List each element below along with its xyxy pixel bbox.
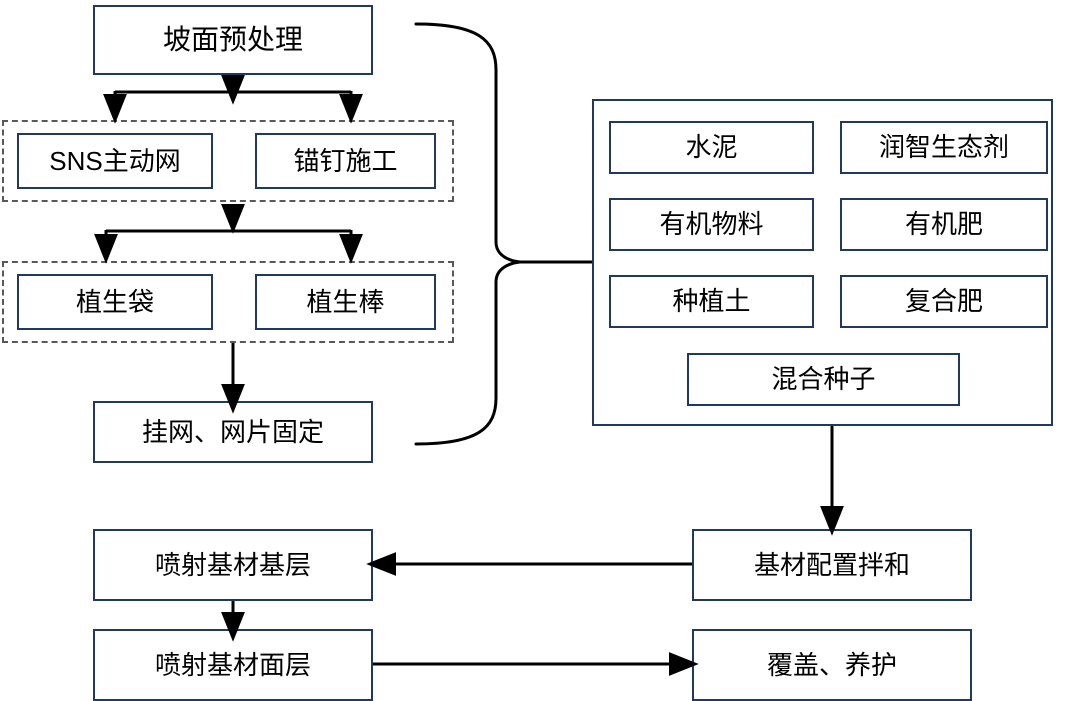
node-vegetation-stick[interactable]: 植生棒 bbox=[255, 274, 436, 330]
material-item-planting-soil[interactable]: 种植土 bbox=[609, 275, 814, 328]
node-spray-base-layer[interactable]: 喷射基材基层 bbox=[93, 529, 373, 601]
node-hang-net-fix[interactable]: 挂网、网片固定 bbox=[93, 401, 373, 463]
node-sns-active-net[interactable]: SNS主动网 bbox=[17, 133, 213, 189]
material-item-organic-fertilizer[interactable]: 有机肥 bbox=[840, 198, 1048, 251]
node-vegetation-bag[interactable]: 植生袋 bbox=[17, 274, 213, 330]
material-item-organic-material[interactable]: 有机物料 bbox=[609, 198, 814, 251]
brace-connector bbox=[414, 22, 522, 446]
node-spray-surface-layer[interactable]: 喷射基材面层 bbox=[93, 629, 373, 701]
material-item-cement[interactable]: 水泥 bbox=[609, 121, 814, 174]
node-slope-pretreatment[interactable]: 坡面预处理 bbox=[93, 5, 373, 75]
material-item-mixed-seeds[interactable]: 混合种子 bbox=[687, 353, 960, 406]
material-item-compound-fertilizer[interactable]: 复合肥 bbox=[840, 275, 1048, 328]
material-item-runzhi-eco-agent[interactable]: 润智生态剂 bbox=[840, 121, 1048, 174]
node-anchor-construction[interactable]: 锚钉施工 bbox=[255, 133, 436, 189]
node-cover-maintain[interactable]: 覆盖、养护 bbox=[692, 629, 972, 701]
node-mix-blend[interactable]: 基材配置拌和 bbox=[692, 529, 972, 601]
